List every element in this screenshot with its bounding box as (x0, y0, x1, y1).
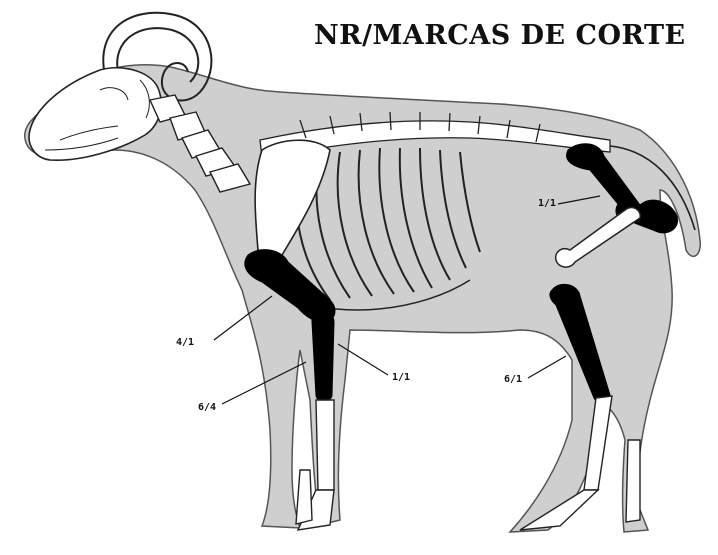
radius-marked (312, 310, 334, 402)
label-radius: 1/1 (392, 372, 410, 383)
label-forelimb-lower: 6/4 (198, 402, 216, 413)
label-hip: 1/1 (538, 198, 556, 209)
label-scapula-humerus: 4/1 (176, 337, 194, 348)
label-tibia: 6/1 (504, 374, 522, 385)
leader-tibia (528, 356, 566, 378)
diagram-title: NR/MARCAS DE CORTE (314, 20, 686, 51)
